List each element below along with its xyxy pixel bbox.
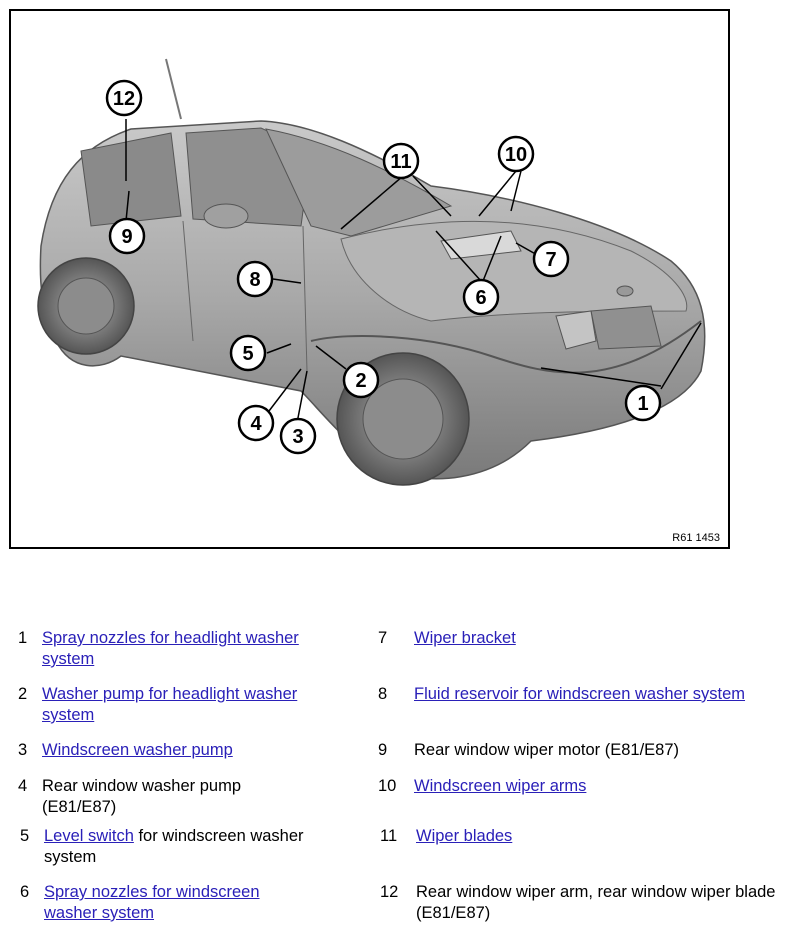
- legend-number: 4: [18, 777, 28, 795]
- legend-number: 11: [380, 827, 398, 845]
- callout-7: 7: [532, 240, 570, 278]
- callout-4: 4: [237, 404, 275, 442]
- fluid-reservoir-link[interactable]: Fluid reservoir for windscreen washer sy…: [414, 685, 746, 703]
- spray-nozzles-windscreen-link[interactable]: Spray nozzles for windscreen washer syst…: [44, 883, 260, 922]
- wiper-blades-link[interactable]: Wiper blades: [416, 827, 513, 845]
- callout-5: 5: [229, 334, 267, 372]
- callout-10: 10: [497, 135, 535, 173]
- svg-text:9: 9: [121, 226, 132, 248]
- antenna: [165, 58, 182, 120]
- svg-text:1: 1: [637, 393, 648, 415]
- legend-text: Level switch for windscreen washer syste…: [44, 826, 344, 868]
- callout-6: 6: [462, 278, 500, 316]
- windscreen-washer-pump-link[interactable]: Windscreen washer pump: [42, 741, 233, 759]
- legend-number: 8: [378, 685, 388, 703]
- legend-text: Rear window wiper motor (E81/E87): [414, 741, 680, 759]
- svg-text:4: 4: [250, 413, 262, 435]
- legend-text: Spray nozzles for headlight washer syste…: [42, 628, 342, 670]
- bmw-badge: [616, 285, 634, 297]
- legend-number: 7: [378, 629, 388, 647]
- bonnet: [340, 220, 688, 322]
- legend-text: Wiper blades: [416, 826, 786, 847]
- headlight: [555, 310, 597, 350]
- washer-hose: [310, 320, 702, 374]
- car-illustration: 12 9 11 10 7 6 8 5: [37, 58, 706, 486]
- legend-text: Spray nozzles for windscreen washer syst…: [44, 882, 304, 924]
- legend-number: 3: [18, 741, 28, 759]
- legend-number: 1: [18, 629, 28, 647]
- svg-text:5: 5: [242, 343, 253, 365]
- svg-text:12: 12: [113, 88, 135, 110]
- kidney-grille: [590, 305, 662, 350]
- callout-2: 2: [342, 361, 380, 399]
- svg-text:11: 11: [390, 151, 411, 173]
- washer-pump-headlight-link[interactable]: Washer pump for headlight washer system: [42, 685, 298, 724]
- svg-text:6: 6: [475, 287, 486, 309]
- callout-11: 11: [382, 142, 420, 180]
- svg-text:3: 3: [292, 426, 303, 448]
- legend-text: Windscreen washer pump: [42, 740, 342, 761]
- front-rim: [362, 378, 444, 460]
- legend-number: 2: [18, 685, 28, 703]
- door-line: [182, 220, 194, 342]
- rear-side-window: [80, 132, 182, 227]
- svg-text:2: 2: [355, 370, 366, 392]
- legend-number: 6: [20, 883, 30, 901]
- legend-number: 5: [20, 827, 30, 845]
- svg-text:8: 8: [249, 269, 260, 291]
- figure-reference: R61 1453: [672, 532, 720, 544]
- legend-text: Windscreen wiper arms: [414, 776, 784, 797]
- legend-number: 9: [378, 741, 388, 759]
- callout-12: 12: [105, 79, 143, 117]
- door-line: [302, 225, 308, 372]
- spray-nozzles-headlight-link[interactable]: Spray nozzles for headlight washer syste…: [42, 629, 299, 668]
- wiper-bracket-link[interactable]: Wiper bracket: [414, 629, 516, 647]
- callout-3: 3: [279, 417, 317, 455]
- callout-9: 9: [108, 217, 146, 255]
- legend-text: Fluid reservoir for windscreen washer sy…: [414, 684, 789, 705]
- legend-text: Wiper bracket: [414, 628, 784, 649]
- legend-text: Rear window washer pump (E81/E87): [42, 777, 242, 816]
- callout-1: 1: [624, 384, 662, 422]
- level-switch-link[interactable]: Level switch: [44, 827, 134, 845]
- legend-number: 12: [380, 883, 399, 901]
- windscreen-wiper-arms-link[interactable]: Windscreen wiper arms: [414, 777, 587, 795]
- svg-text:10: 10: [505, 144, 527, 166]
- side-mirror: [203, 203, 249, 229]
- svg-text:7: 7: [545, 249, 556, 271]
- windscreen: [265, 128, 453, 237]
- rear-rim: [57, 277, 115, 335]
- legend-text: Rear window wiper arm, rear window wiper…: [416, 883, 776, 922]
- legend-text: Washer pump for headlight washer system: [42, 684, 342, 726]
- callout-8: 8: [236, 260, 274, 298]
- legend-number: 10: [378, 777, 397, 795]
- legend-text-rest: for windscreen washer system: [44, 827, 304, 866]
- car-diagram: 12 9 11 10 7 6 8 5: [9, 9, 730, 549]
